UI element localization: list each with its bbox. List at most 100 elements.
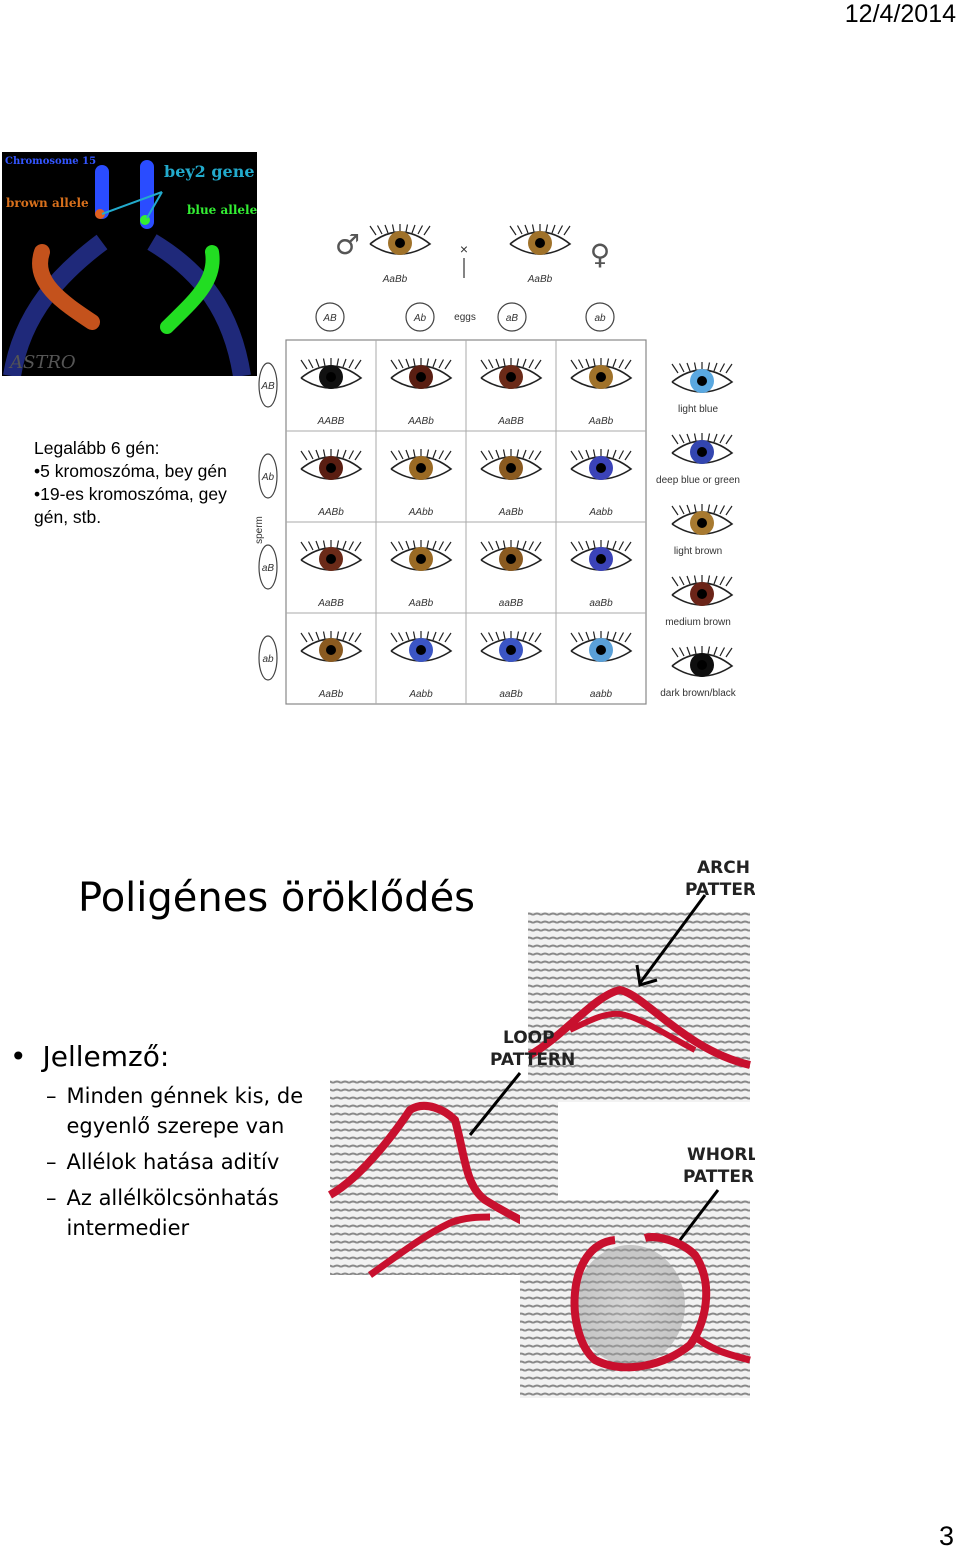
parent-left-eye-lash bbox=[417, 225, 424, 235]
offspring-eye-lash bbox=[412, 540, 416, 549]
offspring-genotype: AaBb bbox=[318, 689, 344, 700]
legend-eye-lash bbox=[713, 433, 718, 443]
legend-eye-lash bbox=[713, 575, 718, 585]
offspring-eye-lash bbox=[432, 358, 437, 368]
legend-eye-lash bbox=[707, 646, 711, 655]
legend-eye-lash bbox=[707, 362, 711, 371]
offspring-eye-lash bbox=[300, 359, 308, 370]
parent-left-eye-lash bbox=[384, 224, 389, 234]
offspring-eye-pupil bbox=[506, 463, 516, 473]
offspring-genotype: AaBB bbox=[317, 598, 344, 609]
offspring-eye-lash bbox=[585, 631, 590, 641]
offspring-eye-lash bbox=[405, 449, 410, 459]
offspring-genotype: AABB bbox=[317, 416, 345, 427]
offspring-eye-lash bbox=[354, 632, 362, 643]
legend-eye-lash bbox=[719, 434, 726, 444]
offspring-eye-lash bbox=[495, 540, 500, 550]
offspring-eye-pupil bbox=[326, 372, 336, 382]
offspring-eye-pupil bbox=[326, 645, 336, 655]
legend-eye-lash bbox=[707, 433, 711, 442]
loop-label: LOOP bbox=[503, 1028, 555, 1048]
sperm-gamete-label: AB bbox=[260, 381, 275, 392]
offspring-eye-pupil bbox=[416, 645, 426, 655]
loop-label-2: PATTERN bbox=[490, 1050, 575, 1070]
offspring-eye-lash bbox=[495, 631, 500, 641]
offspring-genotype: aaBb bbox=[499, 689, 523, 700]
offspring-eye-lash bbox=[624, 450, 632, 461]
legend-eye-lash bbox=[713, 362, 718, 372]
offspring-eye-pupil bbox=[596, 372, 606, 382]
offspring-eye-lash bbox=[405, 631, 410, 641]
offspring-eye-lash bbox=[397, 450, 404, 460]
parent-left-eye-pupil bbox=[395, 238, 405, 248]
offspring-eye-lash bbox=[342, 449, 347, 459]
legend-eye-lash bbox=[725, 647, 733, 658]
parent-left-genotype: AaBb bbox=[382, 274, 408, 285]
parent-left-eye-lash bbox=[376, 225, 383, 235]
legend-eye-lash bbox=[725, 505, 733, 516]
fingerprint-patterns-figure: ARCH PATTERN LOOP PATTERN WHORL PATTERN bbox=[325, 855, 770, 1400]
legend-eye-lash bbox=[678, 434, 685, 444]
parent-right-eye-lash bbox=[516, 225, 523, 235]
offspring-eye-lash bbox=[342, 540, 347, 550]
offspring-eye-lash bbox=[438, 541, 445, 551]
legend-eye-pupil bbox=[697, 660, 707, 670]
offspring-eye-lash bbox=[487, 632, 494, 642]
offspring-eye-lash bbox=[315, 358, 320, 368]
offspring-eye-lash bbox=[592, 449, 596, 458]
sub-bullet-text: Allélok hatása aditív bbox=[66, 1150, 280, 1174]
offspring-eye-lash bbox=[516, 540, 520, 549]
offspring-eye-lash bbox=[534, 450, 542, 461]
offspring-eye-lash bbox=[480, 541, 488, 552]
offspring-eye-lash bbox=[480, 632, 488, 643]
offspring-eye-lash bbox=[592, 540, 596, 549]
offspring-eye-lash bbox=[516, 631, 520, 640]
arch-label: ARCH bbox=[697, 858, 750, 878]
legend-eye-lash bbox=[686, 433, 691, 443]
offspring-eye-lash bbox=[426, 358, 430, 367]
legend-eye-pupil bbox=[697, 518, 707, 528]
blue-allele-label: blue allele bbox=[187, 203, 257, 217]
offspring-eye-lash bbox=[390, 359, 398, 370]
offspring-eye-lash bbox=[397, 359, 404, 369]
offspring-eye-lash bbox=[412, 631, 416, 640]
sub-bullet-item: – Minden génnek kis, de egyenlő szerepe … bbox=[46, 1081, 310, 1141]
offspring-eye-pupil bbox=[326, 554, 336, 564]
offspring-eye-lash bbox=[592, 358, 596, 367]
offspring-eye-lash bbox=[354, 541, 362, 552]
egg-gamete bbox=[585, 302, 615, 332]
legend-eye-lash bbox=[713, 504, 718, 514]
offspring-eye-lash bbox=[412, 449, 416, 458]
offspring-genotype: AaBb bbox=[408, 598, 434, 609]
offspring-eye-lash bbox=[577, 632, 584, 642]
offspring-eye-lash bbox=[606, 449, 610, 458]
offspring-eye-lash bbox=[585, 540, 590, 550]
egg-gamete-label: AB bbox=[322, 313, 337, 324]
parent-right-eye-lash bbox=[557, 225, 564, 235]
legend-eye-lash bbox=[671, 434, 679, 445]
offspring-eye-lash bbox=[322, 540, 326, 549]
offspring-eye-lash bbox=[528, 359, 535, 369]
offspring-genotype: aabb bbox=[590, 689, 613, 700]
egg-gamete-label: aB bbox=[506, 313, 519, 324]
offspring-eye-lash bbox=[606, 358, 610, 367]
egg-gamete bbox=[405, 302, 435, 332]
legend-eye-lash bbox=[671, 505, 679, 516]
legend-eye-lash bbox=[678, 647, 685, 657]
offspring-eye-pupil bbox=[596, 554, 606, 564]
sperm-gamete bbox=[258, 635, 278, 681]
offspring-eye-lash bbox=[618, 541, 625, 551]
offspring-eye-lash bbox=[577, 541, 584, 551]
offspring-eye-lash bbox=[577, 359, 584, 369]
offspring-eye-lash bbox=[315, 631, 320, 641]
parent-right-eye-lash bbox=[509, 225, 517, 236]
legend-label: medium brown bbox=[665, 617, 731, 628]
offspring-eye-lash bbox=[390, 541, 398, 552]
offspring-eye-lash bbox=[585, 449, 590, 459]
note-line: Legalább 6 gén: bbox=[34, 438, 160, 458]
male-symbol: ♂ bbox=[335, 228, 360, 261]
offspring-eye-lash bbox=[432, 449, 437, 459]
offspring-eye-lash bbox=[502, 631, 506, 640]
sperm-gamete-label: aB bbox=[262, 563, 275, 574]
legend-eye-lash bbox=[707, 504, 711, 513]
